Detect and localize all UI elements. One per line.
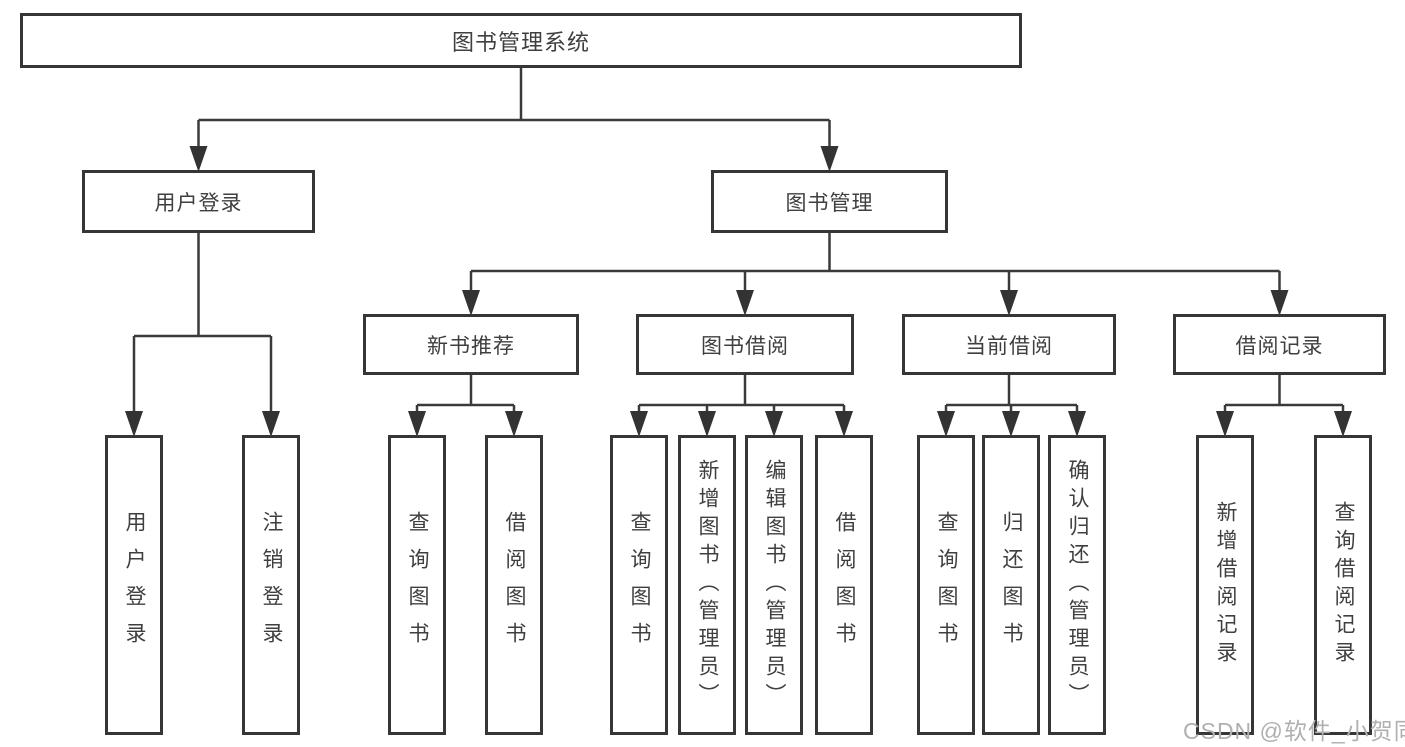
leaf-label: 用户登录 <box>123 511 146 659</box>
leaf-label: 查询图书 <box>935 511 958 659</box>
leaf-label: 新增图书（管理员） <box>696 459 719 711</box>
leaf-label: 确认归还（管理员） <box>1066 459 1089 711</box>
leaf-confirm-return-admin: 确认归还（管理员） <box>1048 435 1106 735</box>
node-current-borrowing: 当前借阅 <box>902 314 1116 375</box>
leaf-logout: 注销登录 <box>242 435 300 735</box>
leaf-label: 归还图书 <box>1000 511 1023 659</box>
leaf-label: 新增借阅记录 <box>1214 501 1237 669</box>
node-label: 图书管理系统 <box>451 29 590 55</box>
leaf-label: 查询借阅记录 <box>1332 501 1355 669</box>
leaf-user-login: 用户登录 <box>105 435 163 735</box>
node-label: 图书借阅 <box>701 334 789 358</box>
leaf-label: 编辑图书（管理员） <box>763 459 786 711</box>
leaf-borrow-books: 借阅图书 <box>815 435 873 735</box>
node-book-management: 图书管理 <box>711 170 948 233</box>
leaf-query-books-borrowing: 查询图书 <box>610 435 668 735</box>
node-borrowing-records: 借阅记录 <box>1173 314 1386 375</box>
node-label: 借阅记录 <box>1235 334 1324 358</box>
leaf-borrow-books-recommend: 借阅图书 <box>485 435 543 735</box>
node-book-borrowing: 图书借阅 <box>636 314 854 375</box>
leaf-add-borrowing-record: 新增借阅记录 <box>1196 435 1254 735</box>
leaf-label: 借阅图书 <box>833 511 856 659</box>
leaf-label: 借阅图书 <box>503 511 526 659</box>
node-label: 用户登录 <box>154 191 243 215</box>
leaf-edit-books-admin: 编辑图书（管理员） <box>745 435 803 735</box>
node-label: 当前借阅 <box>965 334 1053 358</box>
node-label: 新书推荐 <box>427 334 515 358</box>
leaf-query-books-recommend: 查询图书 <box>388 435 446 735</box>
leaf-return-books: 归还图书 <box>982 435 1040 735</box>
node-new-book-recommendation: 新书推荐 <box>363 314 579 375</box>
leaf-label: 查询图书 <box>628 511 651 659</box>
leaf-add-books-admin: 新增图书（管理员） <box>678 435 736 735</box>
leaf-label: 查询图书 <box>406 511 429 659</box>
leaf-query-books-current: 查询图书 <box>917 435 975 735</box>
leaf-label: 注销登录 <box>260 511 283 659</box>
node-user-login: 用户登录 <box>82 170 315 233</box>
csdn-watermark: CSDN @软件_小贺同学 <box>1183 718 1405 744</box>
leaf-query-borrowing-record: 查询借阅记录 <box>1314 435 1372 735</box>
node-library-management-system: 图书管理系统 <box>20 13 1022 68</box>
node-label: 图书管理 <box>785 191 874 215</box>
